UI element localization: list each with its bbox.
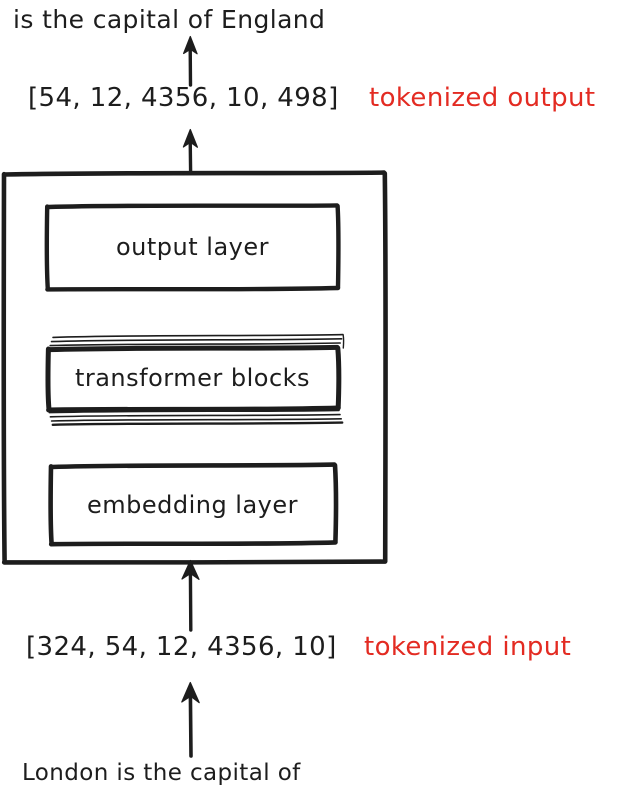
- bottom-sentence-text: London is the capital of: [22, 760, 301, 786]
- transformer-blocks-box: [45, 344, 342, 413]
- arrow-model-to-output-tokens-icon: [182, 128, 198, 173]
- tokenized-input-label: tokenized input: [364, 632, 572, 662]
- arrow-input-tokens-to-model-icon: [181, 559, 200, 632]
- tokenized-input-tokens: [324, 54, 12, 4356, 10]: [26, 632, 337, 662]
- tokenized-output-label: tokenized output: [369, 83, 596, 113]
- transformer-blocks-label: transformer blocks: [74, 364, 311, 392]
- arrow-sentence-to-input-tokens-icon: [181, 681, 200, 758]
- model-container-box: [1, 170, 388, 565]
- embedding-layer-label: embedding layer: [86, 491, 299, 519]
- output-layer-box: [44, 203, 341, 292]
- embedding-layer-box: [48, 462, 339, 547]
- transformer-blocks-stack-bottom: [48, 409, 344, 426]
- tokenized-output-tokens: [54, 12, 4356, 10, 498]: [28, 83, 339, 113]
- top-sentence-text: is the capital of England: [13, 5, 326, 34]
- arrow-output-to-sentence-icon: [183, 35, 198, 87]
- output-layer-label: output layer: [116, 233, 269, 261]
- transformer-blocks-stack-top: [49, 333, 345, 349]
